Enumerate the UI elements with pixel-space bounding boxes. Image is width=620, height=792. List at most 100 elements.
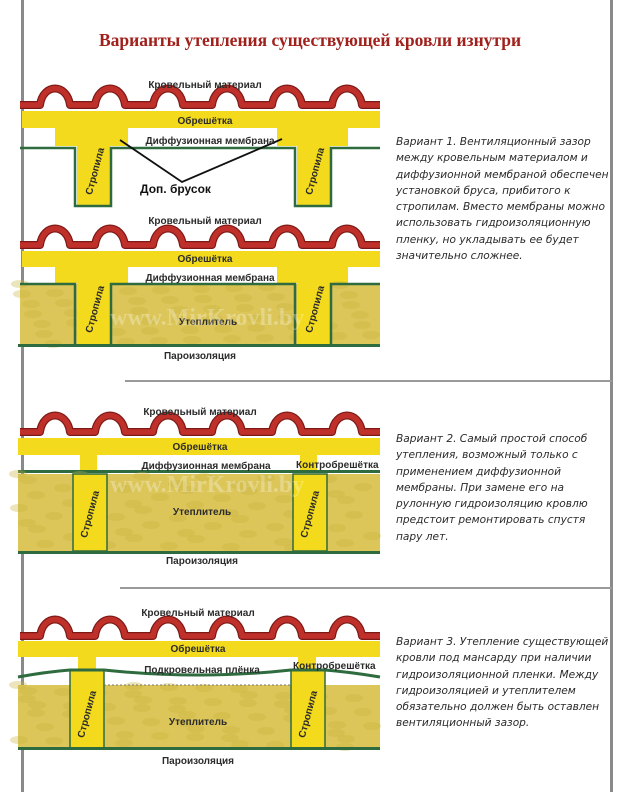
insulation-texture (172, 316, 190, 324)
insulation-texture (205, 315, 223, 323)
roofing-material (20, 225, 380, 248)
insulation-texture (33, 320, 51, 328)
insulation-texture (275, 495, 293, 503)
insulation-texture (133, 704, 151, 712)
insulation-texture (160, 542, 178, 550)
label-vapor-barrier: Пароизоляция (164, 351, 236, 362)
label-batten: Обрешётка (178, 253, 233, 265)
insulation-texture (13, 290, 31, 298)
insulation-texture (337, 496, 355, 504)
insulation-texture (221, 509, 239, 517)
rafter (77, 128, 110, 206)
insulation-texture (222, 543, 240, 551)
label-membrane: Диффузионная мембрана (145, 135, 275, 147)
insulation-texture (181, 326, 199, 334)
insulation-texture (336, 539, 354, 547)
insulation-texture (115, 739, 133, 747)
insulation-texture (10, 504, 28, 512)
insulation-texture (204, 698, 222, 706)
insulation-texture (124, 690, 142, 698)
insulation-texture (248, 502, 266, 510)
roof-diagrams: Кровельный материал Обрешётка Диффузионн… (9, 80, 381, 767)
insulation-texture (22, 300, 40, 308)
insulation-texture (230, 481, 248, 489)
insulation-texture (18, 519, 36, 527)
insulation-texture (186, 501, 204, 509)
insulation-texture (133, 472, 151, 480)
insulation-texture (169, 514, 187, 522)
insulation-texture (230, 685, 248, 693)
extra-bar (330, 267, 348, 283)
insulation-texture (213, 494, 231, 502)
insulation-texture (267, 293, 285, 301)
frame-right-border (610, 0, 613, 792)
page-title: Варианты утепления существующей кровли и… (98, 30, 522, 50)
insulation-texture (327, 729, 345, 737)
variant-2-description: Вариант 2. Самый простой способ утеплени… (396, 433, 588, 543)
insulation-texture (177, 529, 195, 537)
insulation-texture (351, 311, 369, 319)
insulation-texture (128, 297, 146, 305)
label-vapor-barrier: Пароизоляция (166, 556, 238, 567)
insulation-texture (195, 473, 213, 481)
label-roofing: Кровельный материал (148, 80, 261, 91)
counter-batten (298, 657, 316, 671)
insulation-texture (231, 515, 249, 523)
insulation-texture (119, 287, 137, 295)
insulation-texture (329, 332, 347, 340)
batten-bar (22, 111, 380, 128)
insulation-texture (45, 737, 63, 745)
label-membrane: Диффузионная мембрана (145, 272, 275, 284)
insulation-texture (160, 683, 178, 691)
insulation-texture (134, 696, 152, 704)
insulation-texture (142, 521, 160, 529)
label-insulation: Утеплитель (173, 507, 231, 518)
insulation-texture (177, 719, 195, 727)
insulation-texture (115, 528, 133, 536)
insulation-texture (54, 484, 72, 492)
rafter (297, 128, 330, 206)
insulation-texture (107, 513, 125, 521)
insulation-texture (27, 491, 45, 499)
label-roofing: Кровельный материал (141, 608, 254, 619)
insulation-texture (353, 321, 371, 329)
insulation-texture (108, 328, 126, 336)
insulation-texture (363, 722, 381, 730)
insulation-texture (24, 310, 42, 318)
counter-batten (300, 455, 317, 471)
extra-bar (55, 267, 77, 283)
insulation-texture (170, 306, 188, 314)
watermark: www.MirKrovli.by (110, 472, 304, 498)
insulation-texture (223, 335, 241, 343)
variant-3-description: Вариант 3. Утепление существующей кровли… (396, 636, 609, 730)
label-batten: Обрешётка (173, 441, 228, 453)
insulation-texture (248, 713, 266, 721)
insulation-texture (19, 476, 37, 484)
label-batten: Обрешётка (171, 643, 226, 655)
insulation-texture (187, 725, 205, 733)
insulation-texture (256, 334, 274, 342)
insulation-texture (130, 307, 148, 315)
insulation-texture (195, 684, 213, 692)
label-roofing: Кровельный материал (148, 216, 261, 227)
insulation-texture (178, 486, 196, 494)
insulation-texture (169, 697, 187, 705)
roofing-material (20, 412, 380, 435)
insulation-texture (36, 540, 54, 548)
insulation-texture (240, 691, 258, 699)
insulation-texture (151, 732, 169, 740)
rafter (77, 267, 110, 345)
insulation-texture (328, 524, 346, 532)
roofing-material (20, 616, 380, 639)
insulation-texture (239, 699, 257, 707)
diagram-3-labels: Кровельный материал Обрешётка Диффузионн… (79, 407, 379, 567)
roofing-material (20, 85, 380, 108)
batten-bar (22, 251, 380, 267)
insulation-texture (328, 721, 346, 729)
insulation-texture (35, 330, 53, 338)
insulation-texture (337, 735, 355, 743)
label-membrane: Диффузионная мембрана (141, 460, 271, 472)
label-insulation: Утеплитель (179, 317, 237, 328)
insulation-texture (46, 289, 64, 297)
underlay-film (17, 668, 381, 679)
